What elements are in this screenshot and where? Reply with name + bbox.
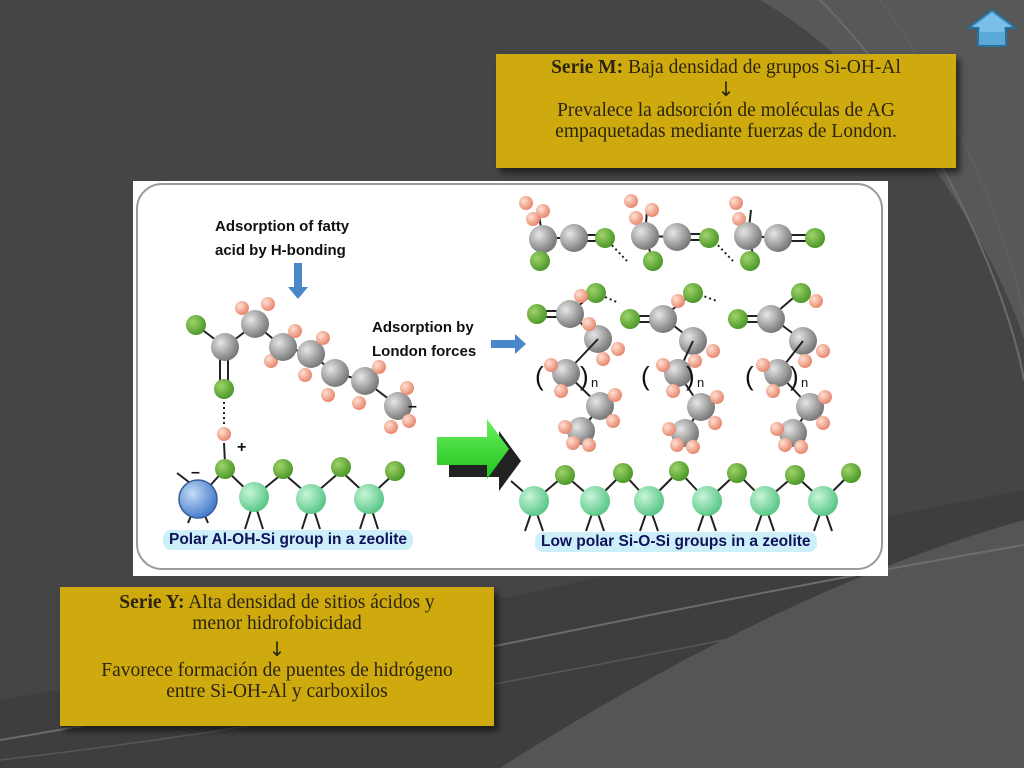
- label-london-line2: London forces: [372, 343, 477, 360]
- paren-close-2: ): [686, 361, 695, 391]
- plus-sign: +: [237, 439, 246, 456]
- adsorption-figure: + – –: [133, 181, 888, 576]
- london-molecules-middle-atoms: [527, 283, 830, 368]
- down-arrow-icon: ↓: [717, 77, 735, 101]
- serie-y-text2: menor hidrofobicidad: [192, 613, 362, 634]
- green-arrow-icon: [437, 419, 521, 491]
- label-london-line1: Adsorption by: [372, 319, 474, 336]
- serie-y-title: Serie Y:: [119, 592, 185, 613]
- serie-m-note: Serie M: Baja densidad de grupos Si-OH-A…: [496, 54, 956, 168]
- down-arrow-icon: ↓: [268, 637, 286, 661]
- molecule-diagram: + – –: [176, 194, 861, 532]
- paren-close-3: ): [790, 361, 799, 391]
- london-arrow-icon: [491, 340, 517, 348]
- label-lowpolar-group: Low polar Si-O-Si groups in a zeolite: [535, 532, 817, 552]
- paren-open-3: (: [745, 361, 754, 391]
- serie-m-text: Baja densidad de grupos Si-OH-Al: [623, 57, 901, 78]
- label-hbond-line1: Adsorption of fatty: [215, 218, 350, 235]
- polar-zeolite-atoms: [178, 457, 405, 519]
- serie-y-line2: entre Si-OH-Al y carboxilos: [166, 681, 388, 702]
- paren-close-1: ): [580, 361, 589, 391]
- subscript-n-3: n: [801, 375, 808, 390]
- subscript-n-1: n: [591, 375, 598, 390]
- label-hbond-line2: acid by H-bonding: [215, 242, 346, 259]
- figure-frame: [136, 183, 883, 570]
- minus-sign: –: [191, 464, 200, 481]
- minus-sign-chain: –: [408, 398, 417, 415]
- hbond-arrow-icon: [294, 263, 302, 289]
- repeat-unit-atoms: [544, 358, 832, 454]
- london-molecules-top-atoms: [519, 194, 825, 271]
- serie-y-text: Alta densidad de sitios ácidos y: [184, 592, 435, 613]
- serie-y-line1: Favorece formación de puentes de hidróge…: [101, 660, 453, 681]
- fatty-acid-hbond-atoms: [186, 297, 416, 441]
- paren-open-2: (: [641, 361, 650, 391]
- label-polar-group: Polar Al-OH-Si group in a zeolite: [163, 530, 413, 550]
- subscript-n-2: n: [697, 375, 704, 390]
- paren-open-1: (: [535, 361, 544, 391]
- home-arrow-icon[interactable]: [966, 8, 1018, 48]
- serie-m-title: Serie M:: [551, 57, 624, 78]
- serie-m-line1: Prevalece la adsorción de moléculas de A…: [557, 100, 895, 121]
- serie-m-line2: empaquetadas mediante fuerzas de London.: [555, 121, 897, 142]
- serie-y-note: Serie Y: Alta densidad de sitios ácidos …: [60, 587, 494, 726]
- lowpolar-zeolite-atoms: [519, 461, 861, 516]
